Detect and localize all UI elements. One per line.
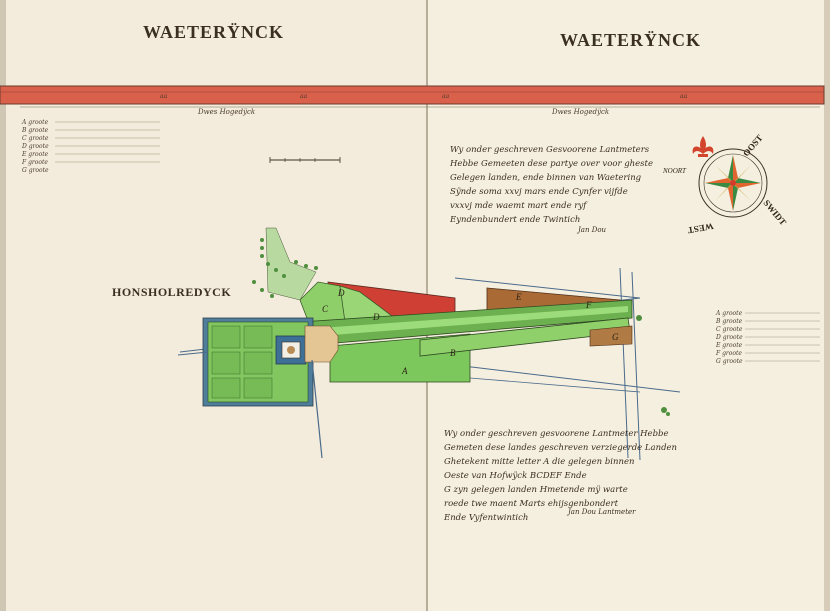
legend-right-item: G groote xyxy=(716,358,743,365)
fleur-de-lis-icon xyxy=(692,136,714,157)
right-page-edge xyxy=(824,0,830,611)
plot-label-e: E xyxy=(515,292,522,302)
dike-mark-2: aa xyxy=(300,93,308,100)
canal-line xyxy=(619,267,629,459)
legend-right: A groote B groote C groote D groote E gr… xyxy=(715,310,820,365)
orchard xyxy=(265,227,317,301)
legend-left: A groote B groote C groote D groote E gr… xyxy=(21,119,160,174)
plot-label-a: A xyxy=(401,366,408,376)
canal-line xyxy=(311,359,323,459)
plot-label-d1: D xyxy=(337,288,345,298)
text-block-top: Wy onder geschreven Gesvoorene Lantmeter… xyxy=(449,145,653,234)
forecourt xyxy=(304,325,339,363)
text-bottom-line: Wy onder geschreven gesvoorene Lantmeter… xyxy=(444,429,668,439)
legend-right-item: F groote xyxy=(715,350,742,357)
plot-label-f: F xyxy=(585,300,592,310)
legend-left-item: B groote xyxy=(21,127,49,134)
plot-label-b: B xyxy=(450,348,456,358)
legend-left-item: C groote xyxy=(22,135,49,142)
text-top-line: Wy onder geschreven Gesvoorene Lantmeter… xyxy=(450,145,650,155)
legend-left-item: F groote xyxy=(21,159,48,166)
compass-west: WEST xyxy=(687,221,714,235)
plot-label-g: G xyxy=(612,332,619,342)
title-left: WAETERŸNCK xyxy=(143,22,284,42)
legend-left-item: E groote xyxy=(21,151,49,158)
dike-label-left: Dwes Hogedÿck xyxy=(197,108,255,116)
canal-line xyxy=(454,277,641,299)
text-bottom-line: Ghetekent mitte letter A die gelegen bin… xyxy=(444,457,634,467)
text-bottom-line: G zyn gelegen landen Hmetende mÿ warte xyxy=(444,485,628,495)
title-right: WAETERŸNCK xyxy=(560,30,701,50)
legend-right-item: C groote xyxy=(716,326,743,333)
text-top-line: Hebbe Gemeeten dese partye over voor ghe… xyxy=(449,159,653,169)
garden-grid xyxy=(211,325,273,399)
dike-mark-3: aa xyxy=(442,93,450,100)
text-bottom-line: Ende Vyfentwintich xyxy=(443,513,528,523)
dike-mark-1: aa xyxy=(160,93,168,100)
signature-top: Jan Dou xyxy=(576,226,607,234)
canal-line xyxy=(469,377,641,393)
legend-right-item: A groote xyxy=(715,310,743,317)
dike-mark-4: aa xyxy=(680,93,688,100)
legend-right-item: B groote xyxy=(715,318,743,325)
legend-left-item: D groote xyxy=(21,143,49,150)
legend-left-item: A groote xyxy=(21,119,49,126)
plot-label-d2: D xyxy=(372,312,380,322)
text-top-line: Sÿnde soma xxvj mars ende Cynfer vijfde xyxy=(450,187,628,197)
text-top-line: Gelegen landen, ende binnen van Waeterin… xyxy=(450,173,642,183)
canal-line xyxy=(177,351,209,356)
text-top-line: Eyndenbundert ende Twintich xyxy=(449,215,580,225)
tree-icons xyxy=(252,238,670,416)
dike-band xyxy=(0,85,825,105)
legend-right-item: E groote xyxy=(715,342,743,349)
text-block-bottom: Wy onder geschreven gesvoorene Lantmeter… xyxy=(443,429,677,523)
estate-plan: A B C D D E F G xyxy=(177,227,681,461)
scale-bar xyxy=(269,157,341,163)
castle-court xyxy=(287,346,295,354)
text-bottom-line: roede twe maent Marts ehijsgenbondert xyxy=(444,499,619,509)
plot-label-c: C xyxy=(322,304,329,314)
avenue-inner xyxy=(320,306,628,336)
text-bottom-line: Gemeten dese landes geschreven verzieger… xyxy=(444,443,677,453)
canal-line xyxy=(631,271,641,461)
text-bottom-line: Oeste van Hofwÿck BCDEF Ende xyxy=(444,471,587,481)
signature-bottom: Jan Dou Lantmeter xyxy=(566,508,636,516)
canal-line xyxy=(429,361,681,393)
dike-label-right: Dwes Hogedÿck xyxy=(551,108,609,116)
plot-g xyxy=(589,325,633,347)
legend-right-item: D groote xyxy=(715,334,743,341)
compass-north: NOORT xyxy=(662,167,687,175)
place-name: HONSHOLREDYCK xyxy=(112,285,231,299)
legend-left-item: G groote xyxy=(22,167,49,174)
text-top-line: vxxvj mde waemt mart ende ryf xyxy=(450,201,588,211)
